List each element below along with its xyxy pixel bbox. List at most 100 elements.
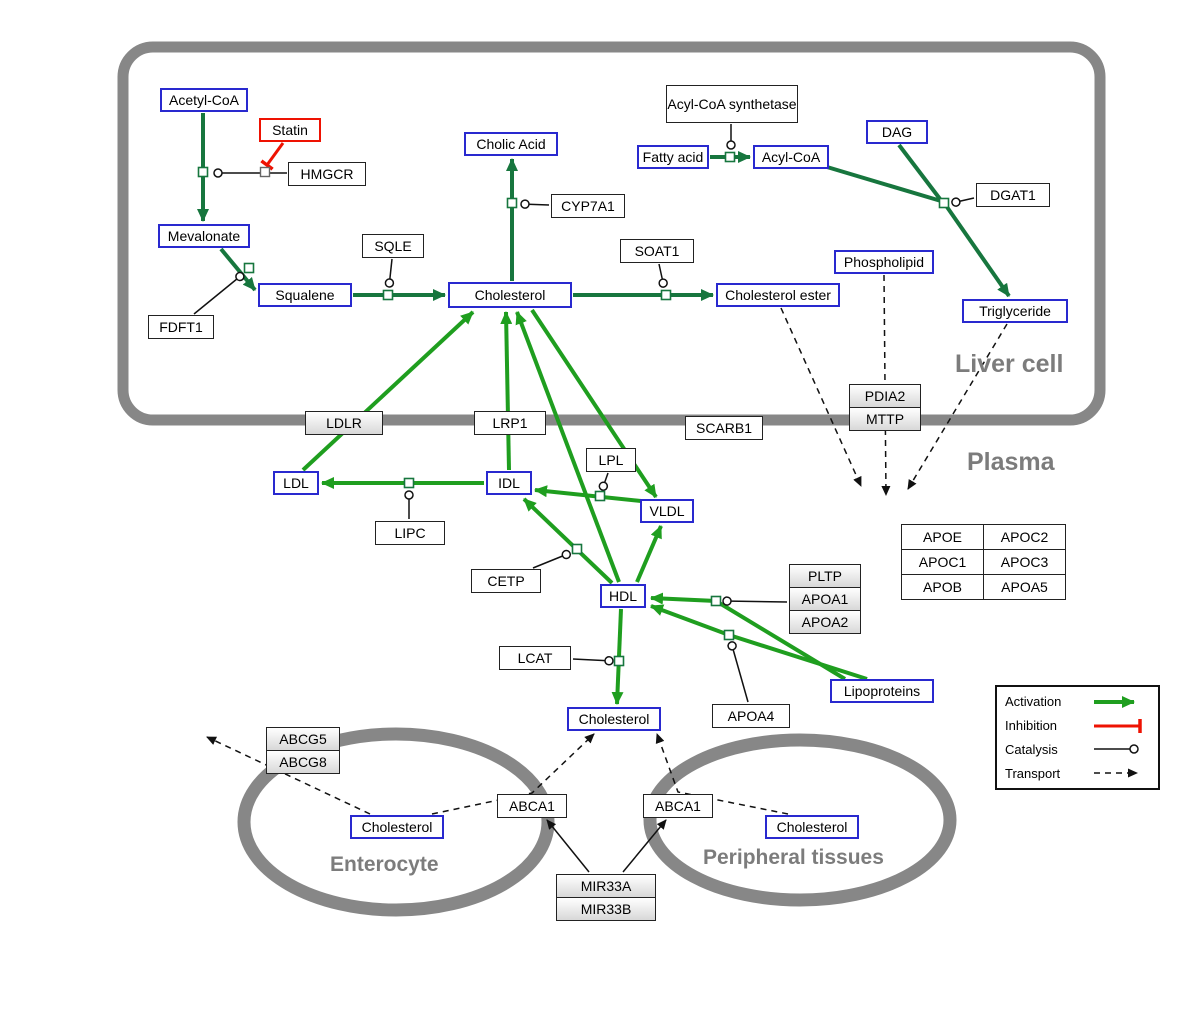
edge-dgat1-junction-to-triglyceride <box>945 205 1011 298</box>
edge-hdl-to-vldl <box>635 525 663 583</box>
edge-anchor-plain <box>259 166 271 178</box>
legend: Activation Inhibition Catalysis Transpor… <box>995 685 1160 790</box>
node-dag[interactable]: DAG <box>866 120 928 144</box>
edge-pltp-complex-catalysis <box>722 596 788 606</box>
node-abca1-enterocyte[interactable]: ABCA1 <box>497 794 567 818</box>
node-fdft1[interactable]: FDFT1 <box>148 315 214 339</box>
node-mevalonate[interactable]: Mevalonate <box>158 224 250 248</box>
edge-anchors-group <box>197 151 950 667</box>
node-ldlr[interactable]: LDLR <box>305 411 383 435</box>
node-cholic-acid[interactable]: Cholic Acid <box>464 132 558 156</box>
node-cholesterol-enterocyte[interactable]: Cholesterol <box>350 815 444 839</box>
peripheral-tissues-label: Peripheral tissues <box>703 846 884 869</box>
node-apoc3[interactable]: APOC3 <box>984 550 1066 575</box>
node-pltp[interactable]: PLTP <box>789 564 861 588</box>
edge-cetp-catalysis <box>532 549 572 569</box>
inhibition-tbar-icon <box>1094 718 1142 733</box>
node-cyp7a1[interactable]: CYP7A1 <box>551 194 625 218</box>
node-lpl[interactable]: LPL <box>586 448 636 472</box>
node-hdl[interactable]: HDL <box>600 584 646 608</box>
node-mir33a[interactable]: MIR33A <box>556 874 656 898</box>
node-fatty-acid[interactable]: Fatty acid <box>637 145 709 169</box>
legend-activation-label: Activation <box>1005 694 1062 710</box>
edge-enterocyte-cholesterol-to-plasma <box>431 733 595 815</box>
node-cetp[interactable]: CETP <box>471 569 541 593</box>
node-lipoproteins[interactable]: Lipoproteins <box>830 679 934 703</box>
catalysis-circle-icon <box>1094 744 1139 755</box>
node-lcat[interactable]: LCAT <box>499 646 571 670</box>
node-vldl[interactable]: VLDL <box>640 499 694 523</box>
node-apoa2[interactable]: APOA2 <box>789 610 861 634</box>
edge-anchor <box>571 543 583 555</box>
legend-catalysis-label: Catalysis <box>1005 741 1058 757</box>
node-sqle[interactable]: SQLE <box>362 234 424 258</box>
node-scarb1[interactable]: SCARB1 <box>685 416 763 440</box>
node-apoe[interactable]: APOE <box>902 525 984 550</box>
edge-anchor <box>403 477 415 489</box>
edge-ldl-to-liver-cholesterol <box>301 310 475 472</box>
node-abca1-peripheral[interactable]: ABCA1 <box>643 794 713 818</box>
node-idl[interactable]: IDL <box>486 471 532 495</box>
edge-enterocyte-cholesterol-efflux-abcg <box>206 736 371 815</box>
edge-statin-inhibits-hmgcr <box>260 142 285 171</box>
node-mttp[interactable]: MTTP <box>849 407 921 431</box>
edge-mir33-to-abca1-peripheral <box>622 819 667 873</box>
edge-acylcoa-to-dgat1-junction <box>826 165 942 203</box>
edge-lpl-catalysis <box>598 472 609 491</box>
node-cholesterol-ester[interactable]: Cholesterol ester <box>716 283 840 307</box>
node-soat1[interactable]: SOAT1 <box>620 239 694 263</box>
edge-dgat1-catalysis <box>951 197 975 207</box>
node-cholesterol-peripheral[interactable]: Cholesterol <box>765 815 859 839</box>
node-dgat1[interactable]: DGAT1 <box>976 183 1050 207</box>
node-ldl[interactable]: LDL <box>273 471 319 495</box>
edge-anchor <box>660 289 672 301</box>
activation-arrow-icon <box>1094 695 1135 708</box>
edge-mir33-to-abca1-enterocyte <box>546 819 590 873</box>
edge-anchor <box>613 655 625 667</box>
edge-anchor <box>382 289 394 301</box>
node-acyl-coa-synthetase[interactable]: Acyl-CoA synthetase <box>666 85 798 123</box>
edge-sqle-catalysis <box>384 258 395 288</box>
legend-row-transport: Transport <box>1005 764 1150 782</box>
edge-apoa4-catalysis <box>727 641 749 703</box>
edge-dag-to-dgat1-junction <box>897 143 942 201</box>
edge-anchor <box>197 166 209 178</box>
edge-anchor <box>938 197 950 209</box>
node-apoc2[interactable]: APOC2 <box>984 525 1066 550</box>
node-squalene[interactable]: Squalene <box>258 283 352 307</box>
node-abcg8[interactable]: ABCG8 <box>266 750 340 774</box>
node-acetyl-coa[interactable]: Acetyl-CoA <box>160 88 248 112</box>
edge-anchor <box>710 595 722 607</box>
edge-mevalonate-to-squalene <box>219 247 257 292</box>
node-lrp1[interactable]: LRP1 <box>474 411 546 435</box>
node-cholesterol-plasma[interactable]: Cholesterol <box>567 707 661 731</box>
edge-anchor <box>506 197 518 209</box>
legend-inhibition-label: Inhibition <box>1005 718 1058 734</box>
peripheral-tissues-membrane <box>643 733 957 907</box>
node-apob[interactable]: APOB <box>902 575 984 600</box>
edge-anchor <box>243 262 255 274</box>
node-statin[interactable]: Statin <box>259 118 321 142</box>
node-lipc[interactable]: LIPC <box>375 521 445 545</box>
edge-hdl-to-liver-cholesterol <box>515 311 621 583</box>
apo-complex-table: APOE APOC2 APOC1 APOC3 APOB APOA5 <box>901 524 1066 600</box>
edge-anchor <box>723 629 735 641</box>
node-acyl-coa[interactable]: Acyl-CoA <box>753 145 829 169</box>
node-mir33b[interactable]: MIR33B <box>556 897 656 921</box>
node-pdia2[interactable]: PDIA2 <box>849 384 921 408</box>
node-apoa5[interactable]: APOA5 <box>984 575 1066 600</box>
node-abcg5[interactable]: ABCG5 <box>266 727 340 751</box>
node-apoa4[interactable]: APOA4 <box>712 704 790 728</box>
node-apoc1[interactable]: APOC1 <box>902 550 984 575</box>
transport-dashed-arrow-icon <box>1094 768 1138 778</box>
edge-idl-to-liver-cholesterol <box>500 311 513 471</box>
node-cholesterol-liver[interactable]: Cholesterol <box>448 282 572 308</box>
legend-row-inhibition: Inhibition <box>1005 717 1150 735</box>
legend-transport-label: Transport <box>1005 765 1061 781</box>
node-hmgcr[interactable]: HMGCR <box>288 162 366 186</box>
node-phospholipid[interactable]: Phospholipid <box>834 250 934 274</box>
node-triglyceride[interactable]: Triglyceride <box>962 299 1068 323</box>
node-apoa1[interactable]: APOA1 <box>789 587 861 611</box>
